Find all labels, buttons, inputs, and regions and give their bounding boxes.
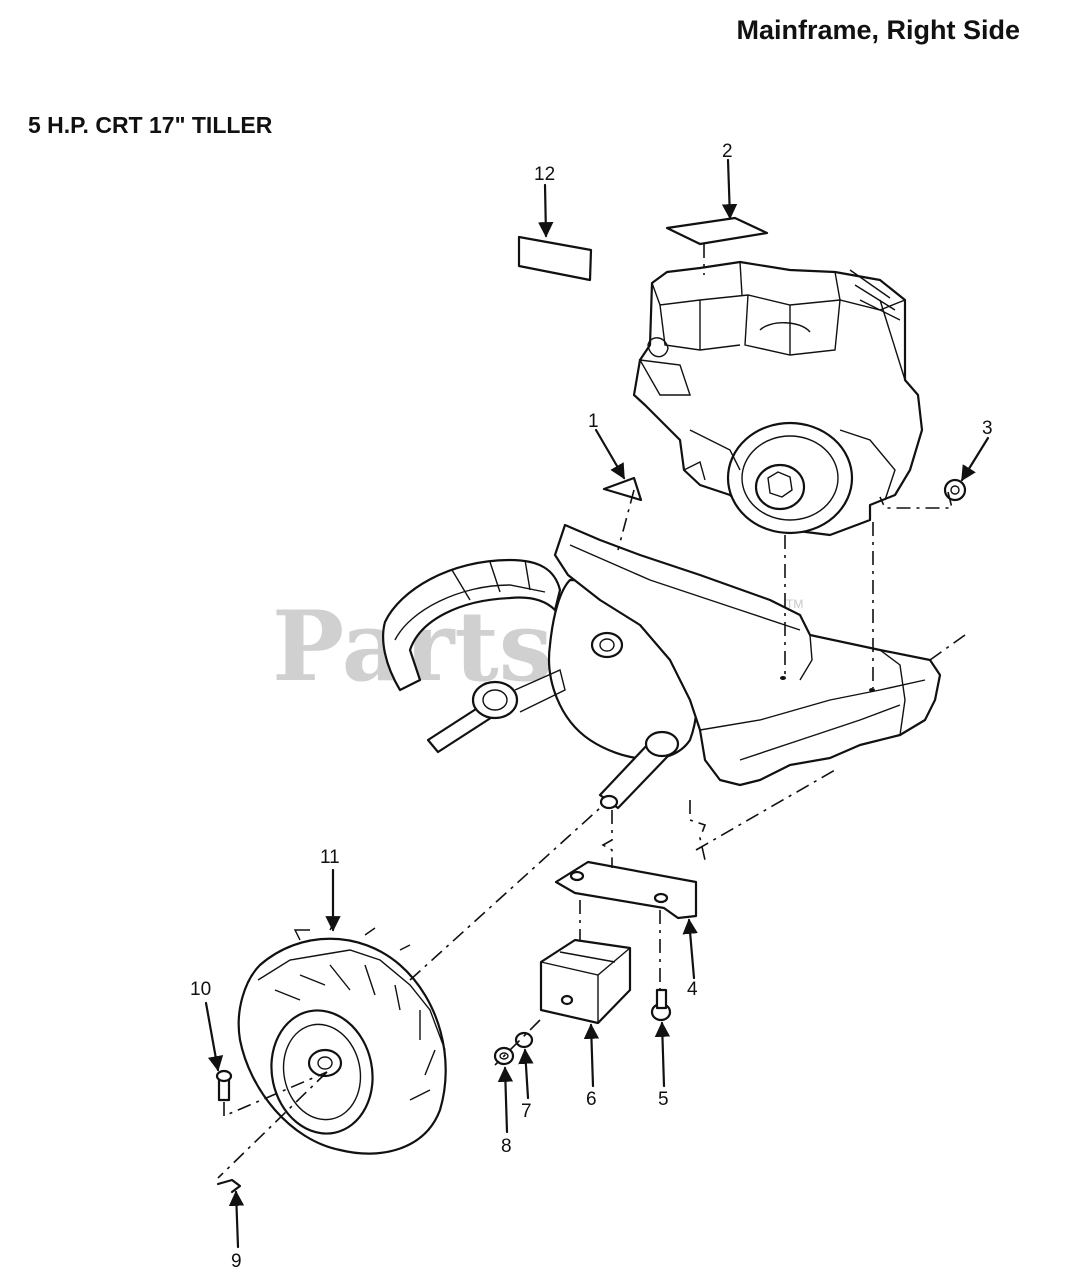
engine[interactable] [632,260,924,537]
part-7-washer[interactable] [514,1031,534,1049]
part-4-bracket[interactable] [554,860,698,920]
main-frame[interactable] [553,523,942,787]
part-1-decal[interactable] [602,476,643,502]
callout-5: 5 [658,1089,669,1110]
tine-shield[interactable] [382,558,562,692]
part-9-clip[interactable] [216,1178,242,1194]
tine-shaft[interactable] [426,669,566,754]
watermark-tm: TM [786,597,803,611]
part-12-decal[interactable] [517,235,593,282]
model-title: 5 H.P. CRT 17" TILLER [28,112,273,138]
callout-10: 10 [190,979,211,1000]
callout-1: 1 [588,411,599,432]
callout-12: 12 [534,164,555,185]
part-5-bolt[interactable] [650,988,672,1022]
assembly-lines [217,244,966,1179]
part-11-wheel[interactable] [237,919,447,1155]
callout-4: 4 [687,979,698,1000]
page-title: Mainframe, Right Side [736,15,1020,45]
callout-3: 3 [982,418,993,439]
part-6-weight[interactable] [539,938,632,1025]
callout-6: 6 [586,1089,597,1110]
part-3-nut[interactable] [943,478,967,502]
callout-labels: 12 2 1 3 4 5 6 7 8 9 10 11 [190,141,993,1272]
part-10-pin[interactable] [215,1069,233,1102]
axle-pin[interactable] [598,730,680,810]
callout-8: 8 [501,1136,512,1157]
callout-2: 2 [722,141,733,162]
callout-11: 11 [320,847,340,868]
callout-9: 9 [231,1251,242,1272]
part-2-decal[interactable] [665,216,769,246]
callout-7: 7 [521,1101,532,1122]
callout-arrows [204,158,990,1249]
